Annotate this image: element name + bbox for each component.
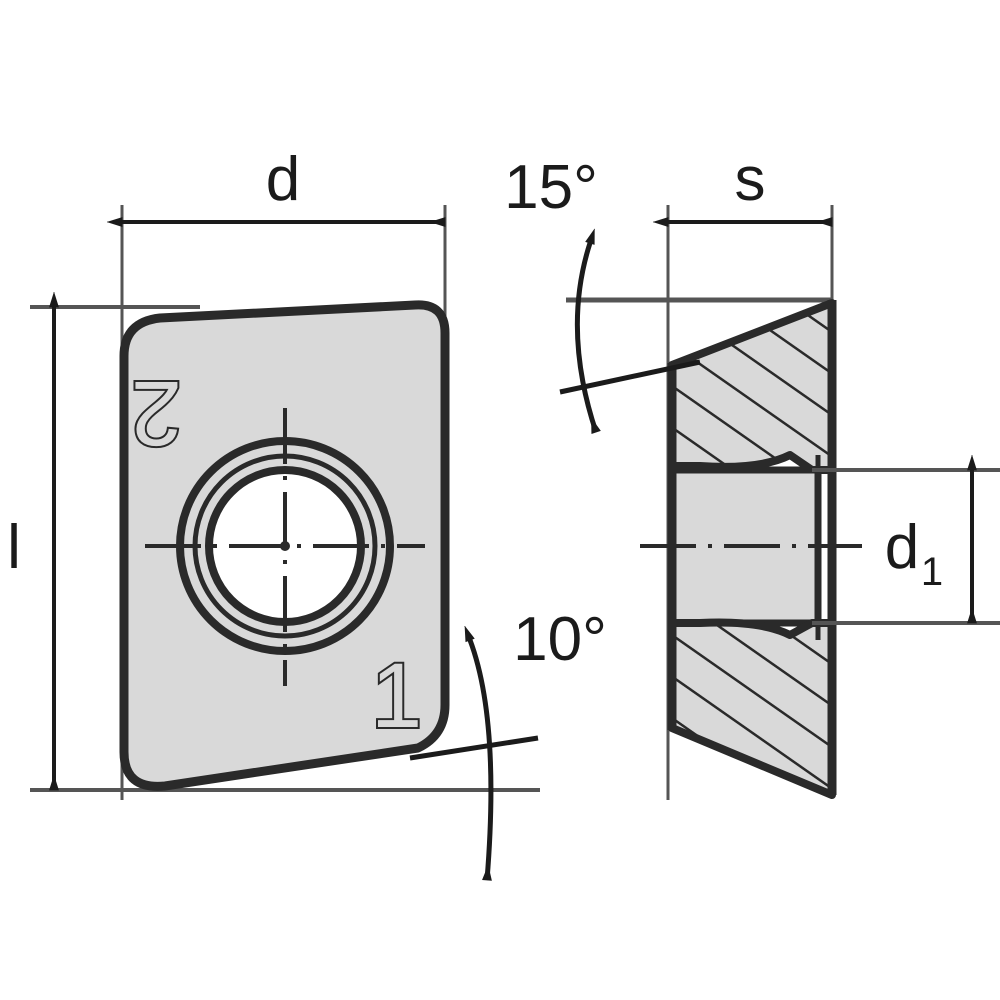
front-view-centerlines xyxy=(145,408,425,686)
dim-label-s: s xyxy=(735,145,766,214)
face-marking-2: 2 xyxy=(131,362,182,464)
dim-label-angle-15: 15° xyxy=(504,153,598,222)
dim-label-d: d xyxy=(266,145,300,214)
section-lower-wedge xyxy=(668,618,836,799)
dim-label-d1-subscript: 1 xyxy=(921,550,943,594)
dim-label-d1: d xyxy=(885,513,919,582)
section-upper-wedge xyxy=(668,299,836,474)
dim-label-l: l xyxy=(7,513,21,582)
face-marking-1: 1 xyxy=(371,645,422,747)
dim-angle-15 xyxy=(559,243,701,432)
dim-angle-10 xyxy=(409,640,539,880)
dim-label-angle-10: 10° xyxy=(513,605,607,674)
